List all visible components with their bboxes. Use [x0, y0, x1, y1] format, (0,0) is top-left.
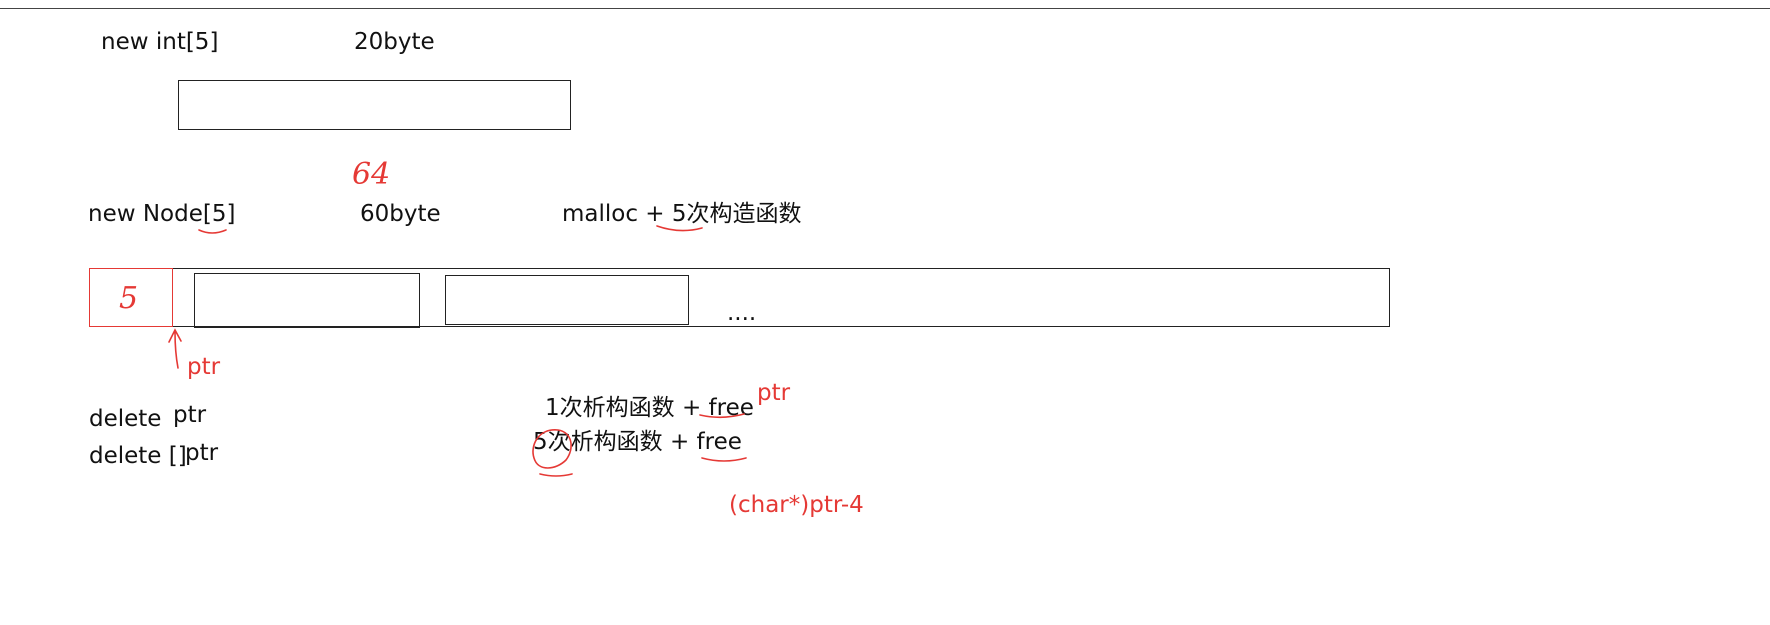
top-divider: [0, 8, 1770, 9]
underline-5-in-node-expr: [198, 229, 227, 234]
count-value: 5: [119, 281, 139, 316]
delete-array-effect: 5次析构函数 + free: [533, 429, 742, 455]
delete-keyword: delete: [89, 406, 162, 432]
more-elements-ellipsis: ....: [727, 300, 757, 326]
ptr-note: ptr: [757, 380, 791, 406]
delete-effect: 1次析构函数 + free: [545, 395, 754, 421]
underline-5-in-malloc: [656, 225, 703, 232]
underline-free-delete-array: [701, 457, 747, 462]
underline-5-under-circle: [539, 473, 573, 477]
delete-array-keyword: delete []: [89, 443, 187, 469]
pointer-offset-expr: (char*)ptr-4: [729, 492, 864, 518]
circle-5-icon: [532, 429, 572, 469]
size-correction-64: 64: [352, 157, 391, 192]
node-element-2: [445, 275, 689, 325]
ptr-arrow-icon: [168, 328, 182, 369]
int-array-expr: new int[5]: [101, 29, 219, 55]
node-element-1: [194, 273, 420, 328]
count-header-cell: [89, 268, 173, 327]
int-array-block: [178, 80, 571, 130]
node-array-expr: new Node[5]: [88, 201, 236, 227]
malloc-note: malloc + 5次构造函数: [562, 201, 802, 227]
ptr-label: ptr: [187, 354, 221, 380]
delete-arg: ptr: [173, 402, 207, 428]
int-array-size: 20byte: [354, 29, 435, 55]
underline-free-delete: [699, 413, 745, 419]
delete-array-arg: ptr: [185, 440, 219, 466]
node-array-size: 60byte: [360, 201, 441, 227]
